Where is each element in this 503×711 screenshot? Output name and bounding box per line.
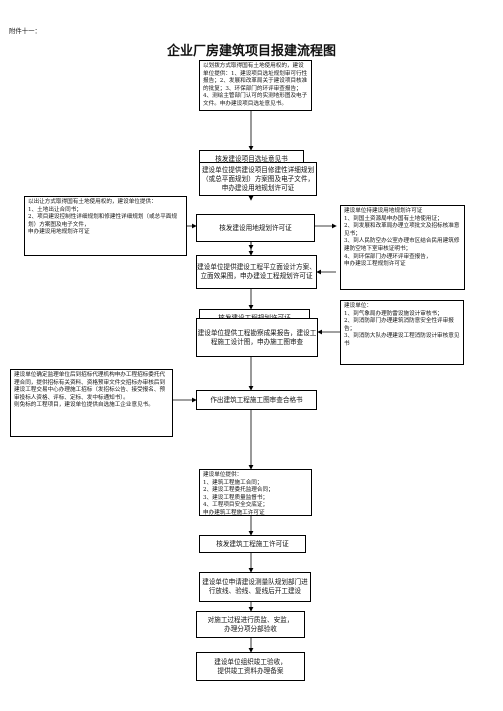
- step-submit-detailed-plan: 建设单位提供建设项目修建性详细规划（或总平面规划）方案图及电子文件，申办建设用地…: [199, 162, 317, 196]
- step-drawing-review-approval: 作出建筑工程施工图审查合格书: [196, 390, 317, 410]
- note-land-transfer-requirements: 以出让方式取得国有土地使用权的，建设单位提供： 1、土地出让合同书； 2、项目建…: [24, 196, 187, 256]
- appendix-label: 附件十一：: [9, 27, 41, 35]
- step-submit-elevation-design: 建设单位提供建设工程平立面设计方案、立面效果图，申办建设工程规划许可证: [196, 255, 317, 289]
- note-tender-process: 建设单位确定监理单位后到招标代理机构申办工程招标委托代理合同，提供招标有关资料、…: [10, 369, 173, 437]
- step-issue-construction-permit: 核发建筑工程施工许可证: [199, 535, 306, 553]
- step-submit-construction-permit: 建设单位提供： 1、建筑工程施工合同； 2、建设工程委托监理合同； 3、建设工程…: [199, 469, 312, 516]
- step-supervision-and-acceptance: 对施工过程进行质监、安监， 办理分项分部验收: [196, 611, 305, 638]
- note-special-reviews: 建设单位： 1、到气象局办理防雷设施设计审核书； 2、到消防部门办理建筑消防意安…: [340, 300, 464, 365]
- page-title: 企业厂房建筑项目报建流程图: [166, 44, 336, 59]
- step-submit-drawing-review: 建设单位提供工程勘察成果报告，建设工程施工设计图，申办施工图审查: [196, 318, 318, 357]
- note-post-land-permit-tasks: 建设单位持建设用地规划许可证 1、到国土资源局申办国有土地使用证； 2、到发展和…: [340, 205, 465, 290]
- step-site-selection-application: 以划拨方式取得国有土地使用权的，建设单位提供：1、建设项目选址规划审可行性报告；…: [199, 60, 312, 111]
- step-completion-acceptance: 建设单位组织竣工验收， 提供竣工资料办理备案: [196, 652, 305, 681]
- step-layout-survey-and-start: 建设单位申请建设测量队规划部门进行放线、验线、复线后开工建设: [199, 572, 311, 602]
- step-issue-land-use-permit: 核发建设用地规划许可证: [196, 214, 315, 242]
